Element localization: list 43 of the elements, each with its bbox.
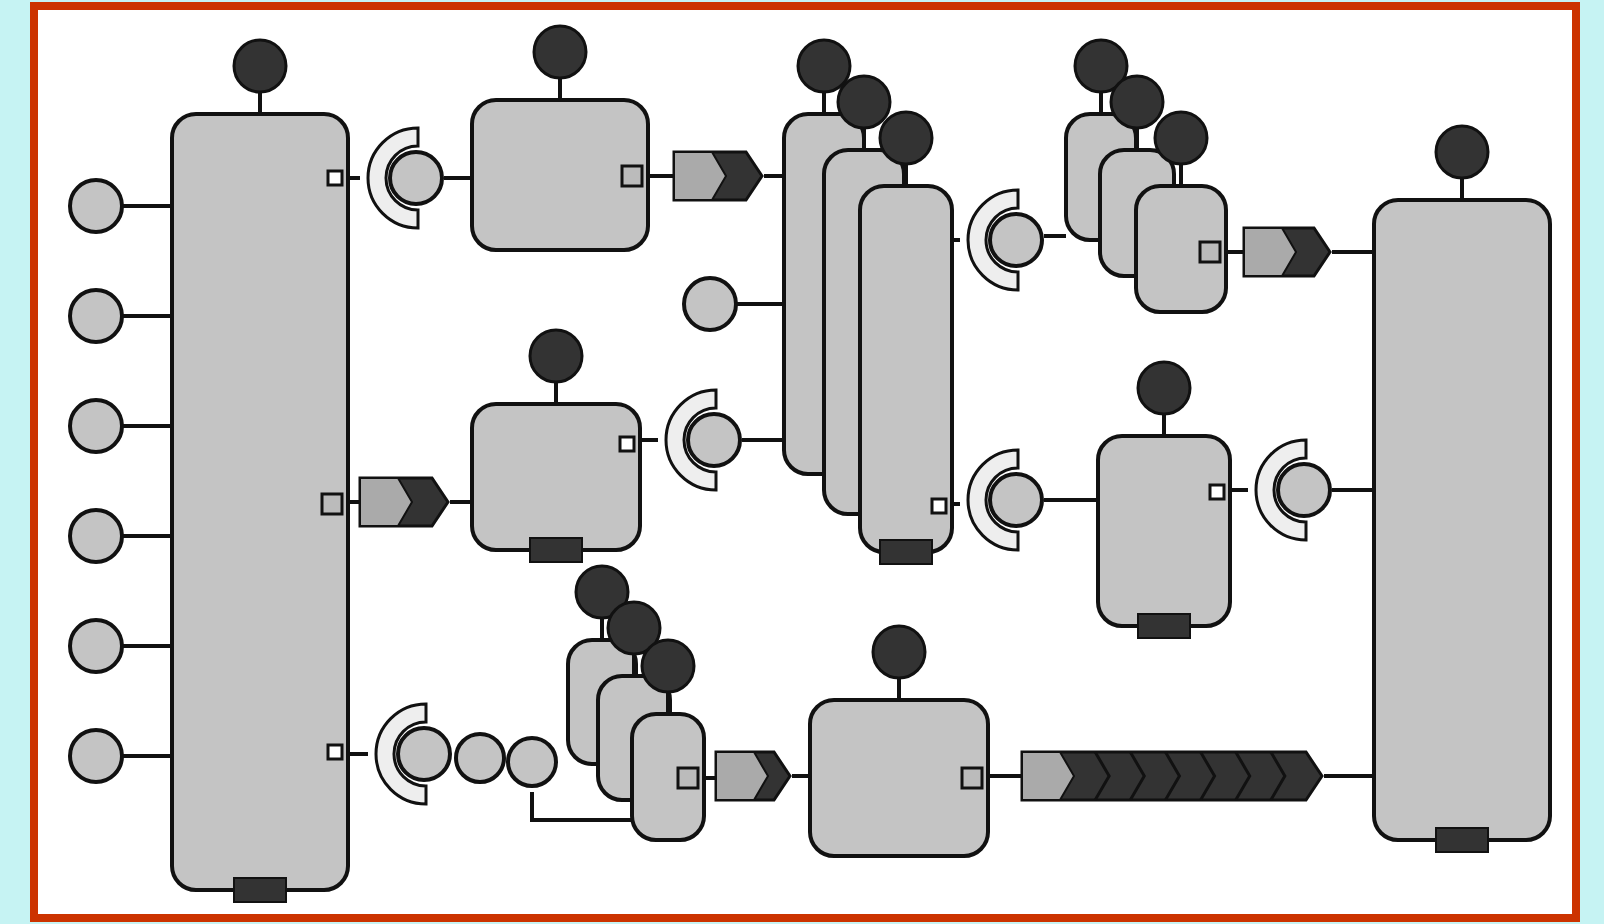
- connector-line: [640, 438, 658, 442]
- connector-line: [122, 424, 172, 428]
- connector-line: [122, 314, 172, 318]
- connector-line: [444, 176, 472, 180]
- connector-line: [348, 752, 368, 756]
- component-drawing: [468, 328, 644, 566]
- connector-line: [648, 174, 674, 178]
- component-drawing: [1132, 110, 1230, 316]
- component-drawing: [1370, 124, 1554, 856]
- connector-line: [764, 174, 784, 178]
- connector-line: [988, 774, 1022, 778]
- connector-line: [1044, 498, 1098, 502]
- connector-line: [450, 500, 472, 504]
- chevron-block: [1242, 226, 1334, 278]
- connector-line: [1332, 250, 1374, 254]
- connector-line: [1226, 250, 1244, 254]
- connector-line: [792, 774, 810, 778]
- component-drawing: [168, 38, 352, 906]
- connector-line: [952, 502, 960, 506]
- component-drawing: [856, 110, 956, 568]
- connector-line: [704, 776, 716, 780]
- component-drawing: [468, 24, 652, 254]
- chevron-block: [672, 150, 766, 202]
- chevron-block: [1020, 750, 1326, 802]
- connector-line: [736, 302, 784, 306]
- component-drawing: [806, 624, 992, 860]
- chevron-block: [358, 476, 452, 528]
- connector-line: [1044, 234, 1066, 238]
- component-drawing: [1094, 360, 1234, 642]
- connector-line: [1332, 488, 1374, 492]
- connector-line: [348, 500, 360, 504]
- connector-line: [530, 792, 632, 822]
- connector-line: [952, 238, 960, 242]
- connector-line: [122, 754, 172, 758]
- connector-line: [742, 438, 784, 442]
- connector-line: [122, 534, 172, 538]
- connector-line: [348, 176, 360, 180]
- component-drawing: [628, 638, 708, 844]
- connector-line: [122, 204, 172, 208]
- connector-line: [1324, 774, 1374, 778]
- chevron-block: [714, 750, 794, 802]
- connector-line: [1230, 488, 1248, 492]
- connector-line: [122, 644, 172, 648]
